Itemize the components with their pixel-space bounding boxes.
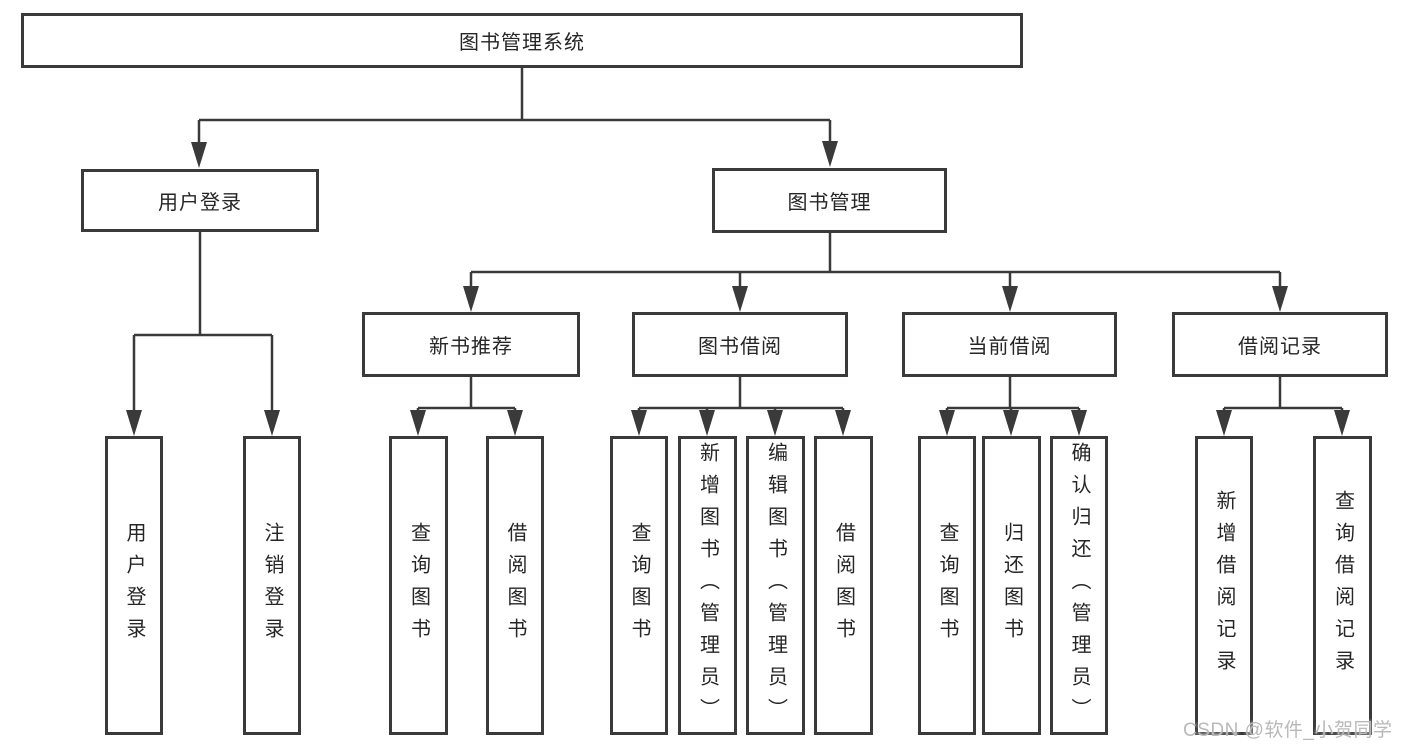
node-label: 新增借阅记录 [1213,489,1235,682]
arrowhead [631,410,647,436]
connector-line [1222,377,1344,413]
arrowhead [126,410,142,436]
arrowhead [822,141,838,167]
connector-line [197,68,832,146]
connector-newbooks-to-leaves [410,377,523,436]
node-user-login: 用户登录 [81,169,319,232]
connector-userlogin-to-leaves [126,232,280,436]
node-label: 当前借阅 [967,336,1052,358]
node-label: 借阅记录 [1238,336,1322,358]
leaf-current-query-books: 查询图书 [918,436,976,735]
node-current-borrowing: 当前借阅 [902,312,1117,377]
leaf-user-login: 用户登录 [105,436,163,735]
node-label: 借阅图书 [832,521,855,650]
connector-line [416,377,517,413]
arrowhead [463,286,479,312]
node-label: 查询图书 [628,521,650,650]
arrowhead [767,410,783,436]
node-new-book-recommend: 新书推荐 [362,312,580,377]
arrowhead [191,142,207,168]
leaf-records-add-record: 新增借阅记录 [1195,436,1253,735]
node-label: 新书推荐 [429,336,513,358]
arrowhead [699,410,715,436]
connector-borrowrecords-to-leaves [1216,377,1350,436]
node-label: 图书管理 [787,192,872,214]
node-label: 图书管理系统 [459,32,585,54]
arrowhead [732,286,748,312]
connector-line [637,377,845,413]
connector-line [945,377,1081,413]
arrowhead [1003,410,1019,436]
node-book-borrowing: 图书借阅 [632,312,848,377]
arrowhead [410,410,426,436]
leaf-borrow-borrow-books: 借阅图书 [814,436,873,735]
node-label: 查询图书 [936,521,958,650]
arrowhead [1216,410,1232,436]
node-label: 查询借阅记录 [1331,489,1354,682]
leaf-newbooks-borrow-books: 借阅图书 [486,436,544,735]
node-label: 编辑图书（管理员） [764,441,787,730]
node-label: 归还图书 [1000,521,1023,650]
leaf-newbooks-query-books: 查询图书 [389,436,448,735]
node-label: 确认归还（管理员） [1068,441,1090,730]
node-label: 查询图书 [407,521,430,650]
arrowhead [835,410,851,436]
node-label: 借阅图书 [504,521,526,650]
leaf-records-query-record: 查询借阅记录 [1313,436,1372,735]
connector-currentborrow-to-leaves [939,377,1087,436]
arrowhead [1272,286,1288,312]
arrowhead [264,410,280,436]
connector-line [469,233,1282,289]
connector-root-to-level2 [191,68,838,168]
arrowhead [1002,286,1018,312]
node-label: 用户登录 [158,192,242,214]
arrowhead [1334,410,1350,436]
leaf-borrow-edit-books-admin: 编辑图书（管理员） [746,436,805,735]
arrowhead [939,410,955,436]
node-label: 图书借阅 [698,336,782,358]
leaf-current-return-books: 归还图书 [982,436,1041,735]
node-label: 用户登录 [123,521,145,650]
node-label: 新增图书（管理员） [696,441,719,730]
arrowhead [1071,410,1087,436]
connector-line [132,232,274,413]
csdn-watermark: CSDN @软件_小贺同学 [1183,720,1393,741]
node-label: 注销登录 [261,521,283,650]
node-root-system: 图书管理系统 [21,13,1023,68]
connector-bookmgmt-to-level3 [463,233,1288,312]
leaf-logout: 注销登录 [243,436,301,735]
arrowhead [507,410,523,436]
node-book-management: 图书管理 [712,168,947,233]
node-borrowing-records: 借阅记录 [1172,312,1388,377]
connector-bookborrow-to-leaves [631,377,851,436]
leaf-current-confirm-return-admin: 确认归还（管理员） [1050,436,1108,735]
leaf-borrow-add-books-admin: 新增图书（管理员） [678,436,737,735]
leaf-borrow-query-books: 查询图书 [610,436,668,735]
